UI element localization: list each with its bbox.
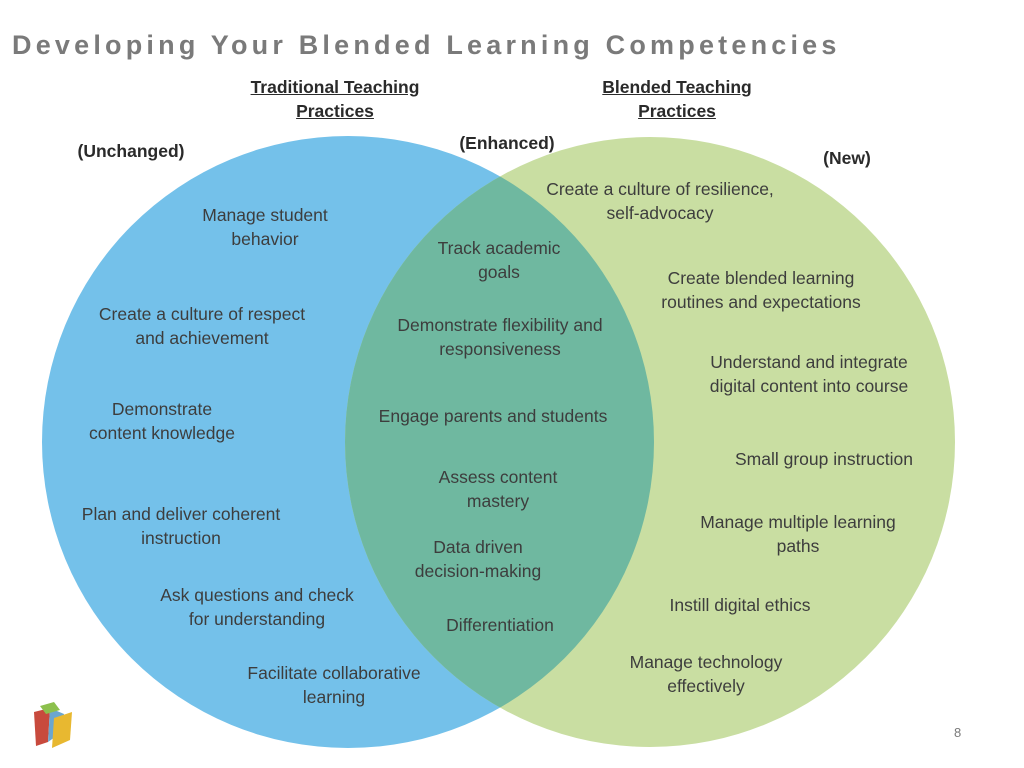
unchanged-item: Plan and deliver coherent instruction bbox=[81, 504, 281, 548]
blended-practices-header: Blended Teaching Practices bbox=[602, 77, 752, 121]
enhanced-item: Differentiation bbox=[446, 615, 554, 635]
page-number: 8 bbox=[954, 725, 962, 740]
new-item: Manage technology effectively bbox=[629, 652, 783, 696]
new-item: Create a culture of resilience, self-adv… bbox=[546, 179, 774, 223]
new-item: Manage multiple learning paths bbox=[700, 512, 896, 556]
enhanced-item: Track academic goals bbox=[437, 238, 561, 282]
enhanced-item: Demonstrate flexibility and responsivene… bbox=[397, 315, 603, 359]
enhanced-item: Engage parents and students bbox=[378, 406, 608, 426]
new-label: (New) bbox=[823, 148, 871, 168]
new-item: Understand and integrate digital content… bbox=[709, 352, 909, 396]
unchanged-item: Manage student behavior bbox=[202, 205, 328, 249]
overlap-region bbox=[345, 137, 654, 747]
enhanced-item: Data driven decision-making bbox=[414, 537, 542, 581]
new-item: Small group instruction bbox=[735, 449, 913, 469]
new-item: Create blended learning routines and exp… bbox=[661, 268, 861, 312]
enhanced-item: Assess content mastery bbox=[438, 467, 558, 511]
logo-icon bbox=[34, 702, 72, 748]
slide-title: Developing Your Blended Learning Compete… bbox=[12, 30, 841, 60]
traditional-practices-header: Traditional Teaching Practices bbox=[250, 77, 420, 121]
new-item: Instill digital ethics bbox=[669, 595, 811, 615]
unchanged-item: Facilitate collaborative learning bbox=[247, 663, 421, 707]
unchanged-item: Create a culture of respect and achievem… bbox=[98, 304, 306, 348]
enhanced-label: (Enhanced) bbox=[459, 133, 555, 153]
unchanged-label: (Unchanged) bbox=[77, 141, 185, 161]
unchanged-item: Ask questions and check for understandin… bbox=[160, 585, 354, 629]
unchanged-item: Demonstrate content knowledge bbox=[89, 399, 235, 443]
